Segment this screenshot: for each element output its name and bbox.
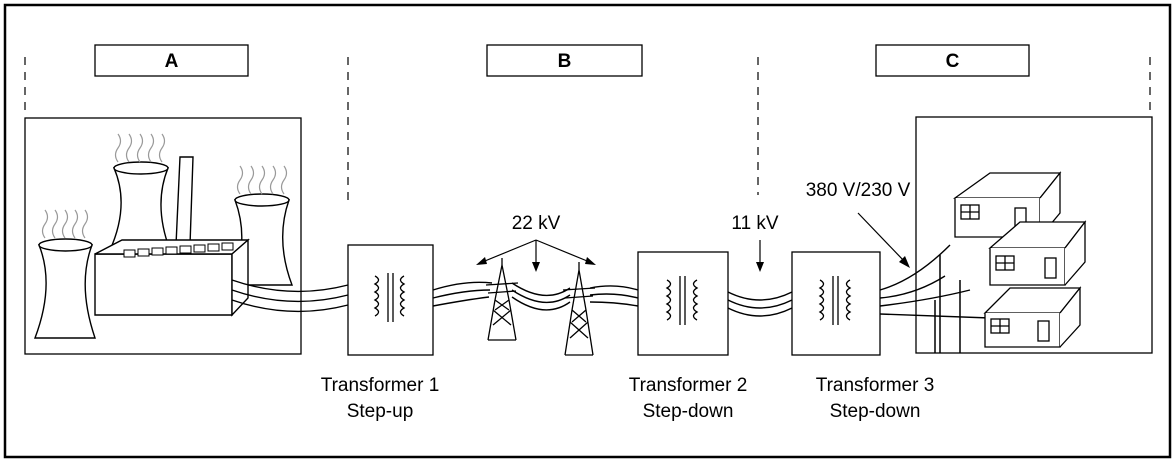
section-label-c: C xyxy=(875,44,1030,77)
transformer-1-caption: Transformer 1 Step-up xyxy=(321,375,440,422)
svg-text:Step-up: Step-up xyxy=(347,401,414,422)
arrowhead-380-230v xyxy=(899,256,910,268)
consumer-box xyxy=(915,116,1153,354)
svg-text:C: C xyxy=(946,51,960,72)
wires-station-to-transformer-1 xyxy=(231,279,349,313)
house-2 xyxy=(988,220,1087,286)
power-station xyxy=(33,156,294,339)
arrowheads-22kv xyxy=(476,257,596,272)
svg-text:B: B xyxy=(558,51,572,72)
section-label-b: B xyxy=(486,44,643,77)
svg-text:Step-down: Step-down xyxy=(643,401,734,422)
section-dividers xyxy=(24,57,1151,200)
transmission-wires xyxy=(432,281,639,311)
wires-transformer-2-to-3 xyxy=(727,291,793,317)
voltage-label-380-230v: 380 V/230 V xyxy=(806,180,911,201)
arrowhead-11kv xyxy=(756,262,764,272)
transformer-2 xyxy=(637,251,729,356)
transformer-2-caption: Transformer 2 Step-down xyxy=(629,375,748,422)
house-3 xyxy=(983,286,1082,348)
svg-text:A: A xyxy=(165,51,179,72)
pylon-1 xyxy=(485,258,519,341)
svg-text:Transformer 3: Transformer 3 xyxy=(816,375,935,396)
transformer-3 xyxy=(791,251,881,356)
transformer-3-caption: Transformer 3 Step-down xyxy=(816,375,935,422)
voltage-label-22kv: 22 kV xyxy=(512,213,561,234)
pylon-2 xyxy=(562,262,596,356)
utility-poles xyxy=(934,255,961,353)
steam-plumes xyxy=(41,133,288,239)
transformer-1 xyxy=(347,244,434,356)
arrow-380-230v xyxy=(857,212,906,263)
voltage-label-11kv: 11 kV xyxy=(731,213,779,234)
svg-text:Transformer 1: Transformer 1 xyxy=(321,375,440,396)
svg-text:Transformer 2: Transformer 2 xyxy=(629,375,748,396)
svg-text:Step-down: Step-down xyxy=(830,401,921,422)
outer-frame xyxy=(3,3,1172,459)
section-label-a: A xyxy=(94,44,249,77)
